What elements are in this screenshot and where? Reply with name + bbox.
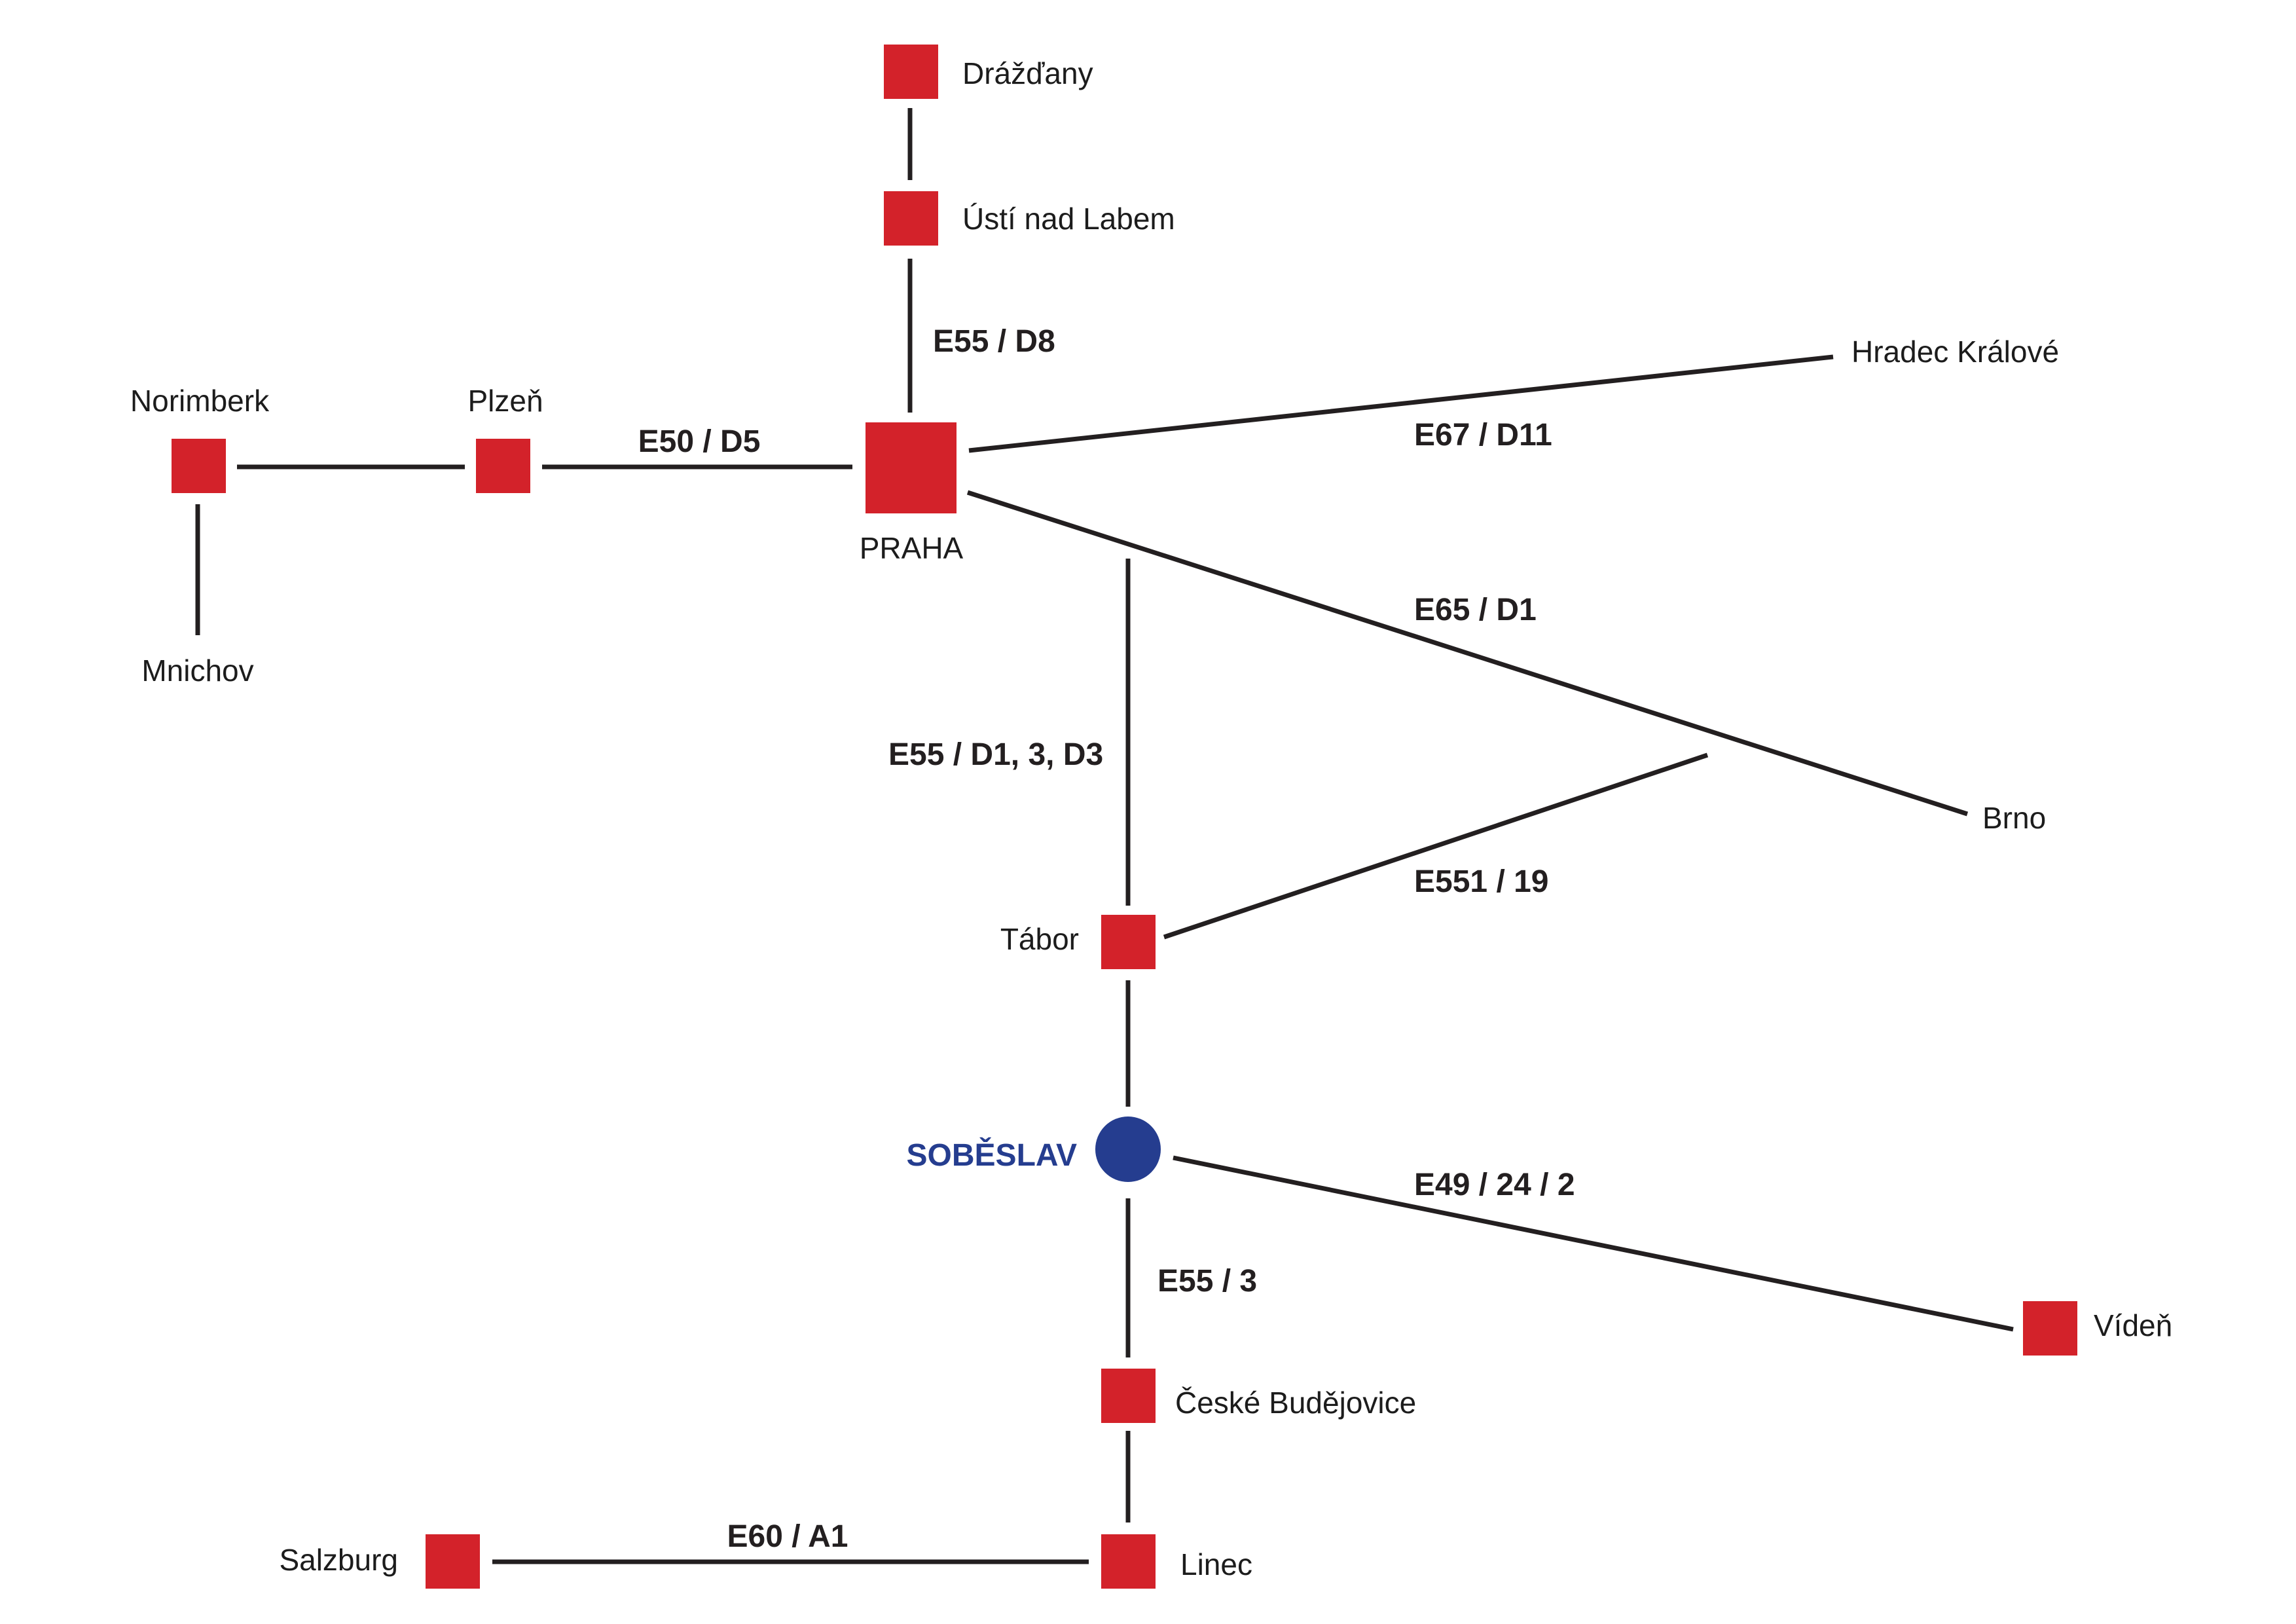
- node-budejovice: [1101, 1369, 1156, 1423]
- road-label-e65-d1: E65 / D1: [1414, 593, 1537, 627]
- city-label-plzen: Plzeň: [467, 384, 543, 418]
- node-norimberk: [172, 439, 226, 493]
- road-label-e49-24-2: E49 / 24 / 2: [1414, 1168, 1575, 1202]
- city-label-viden: Vídeň: [2094, 1308, 2172, 1342]
- node-soberslav-home: [1095, 1116, 1161, 1182]
- node-drazdany: [884, 45, 938, 99]
- city-label-salzburg: Salzburg: [279, 1543, 398, 1577]
- city-label-norimberk: Norimberk: [130, 384, 270, 418]
- road-label-e50-d5: E50 / D5: [638, 424, 761, 459]
- road-label-e55-3: E55 / 3: [1157, 1264, 1257, 1299]
- road-label-e67-d11: E67 / D11: [1414, 418, 1552, 452]
- road-praha-brno: [966, 490, 1969, 817]
- road-label-e60-a1: E60 / A1: [727, 1519, 848, 1554]
- city-label-praha: PRAHA: [860, 531, 964, 565]
- node-praha: [866, 422, 957, 513]
- road-label-e55-d8: E55 / D8: [933, 324, 1055, 359]
- city-labels: Drážďany Ústí nad Labem Hradec Králové N…: [130, 56, 2172, 1581]
- city-label-tabor: Tábor: [1000, 922, 1079, 956]
- city-label-linec: Linec: [1180, 1547, 1252, 1581]
- road-tabor-d1: [1163, 752, 1709, 940]
- node-linec: [1101, 1534, 1156, 1589]
- city-label-hradec: Hradec Králové: [1851, 335, 2059, 369]
- city-label-brno: Brno: [1982, 801, 2046, 835]
- city-label-mnichov: Mnichov: [141, 654, 253, 688]
- node-plzen: [476, 439, 530, 493]
- road-praha-hradec: [968, 354, 1834, 453]
- road-label-e55-d1-3-d3: E55 / D1, 3, D3: [888, 737, 1103, 772]
- city-label-drazdany: Drážďany: [962, 56, 1093, 90]
- road-label-e551-19: E551 / 19: [1414, 864, 1549, 899]
- city-label-budejovice: České Budějovice: [1175, 1386, 1416, 1420]
- city-label-soberslav: SOBĚSLAV: [907, 1137, 1077, 1173]
- city-nodes: [172, 45, 2077, 1589]
- road-lines: [195, 108, 2014, 1564]
- node-salzburg: [426, 1534, 480, 1589]
- road-labels: E55 / D8 E50 / D5 E67 / D11 E65 / D1 E55…: [638, 324, 1575, 1554]
- city-label-usti: Ústí nad Labem: [962, 202, 1175, 236]
- node-tabor: [1101, 915, 1156, 969]
- node-viden: [2023, 1301, 2077, 1356]
- node-usti: [884, 191, 938, 246]
- road-soberslav-viden: [1173, 1155, 2014, 1332]
